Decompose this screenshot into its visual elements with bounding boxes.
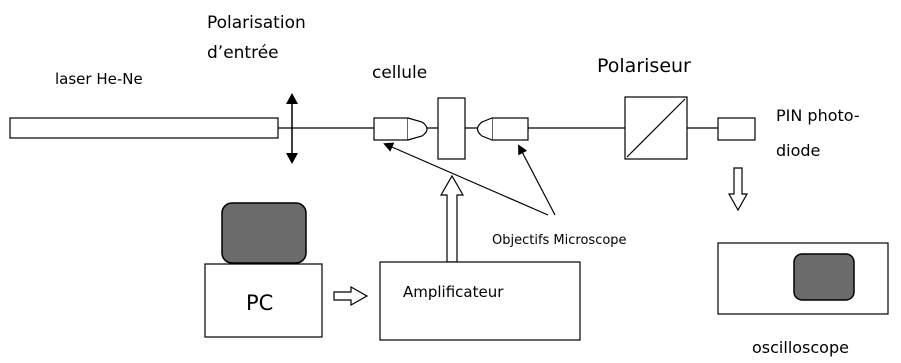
photodiode-to-oscilloscope-arrow [727, 167, 749, 212]
input-polariser-icon [286, 93, 298, 164]
pin-label-line1: PIN photo- [776, 106, 860, 125]
polariseur-label: Polariseur [597, 55, 691, 77]
laser-tube [9, 117, 279, 139]
pc-monitor-icon [221, 202, 307, 264]
amplificateur-label: Amplificateur [403, 283, 504, 301]
pin-label-line2: diode [776, 141, 820, 160]
oscilloscope-screen-icon [793, 253, 855, 301]
amplificateur-box [379, 261, 581, 341]
polariseur-cube-icon [624, 96, 688, 160]
pc-to-amplifier-arrow [333, 285, 369, 307]
left-objective-icon [373, 117, 428, 141]
objective-arrow-left [383, 142, 549, 216]
amplifier-to-cell-arrow [439, 174, 465, 263]
cell [437, 97, 466, 160]
polarisation-label-line2: d’entrée [207, 43, 279, 63]
cellule-label: cellule [372, 63, 427, 83]
objectifs-label: Objectifs Microscope [492, 233, 627, 248]
polarisation-label-line1: Polarisation [207, 13, 306, 33]
pc-label: PC [246, 291, 273, 315]
right-objective-icon [476, 117, 529, 141]
laser-label: laser He-Ne [55, 70, 143, 88]
oscilloscope-label: oscilloscope [752, 338, 849, 357]
photodiode [717, 117, 756, 141]
pc-box [204, 263, 323, 338]
objective-arrow-right [518, 144, 556, 216]
